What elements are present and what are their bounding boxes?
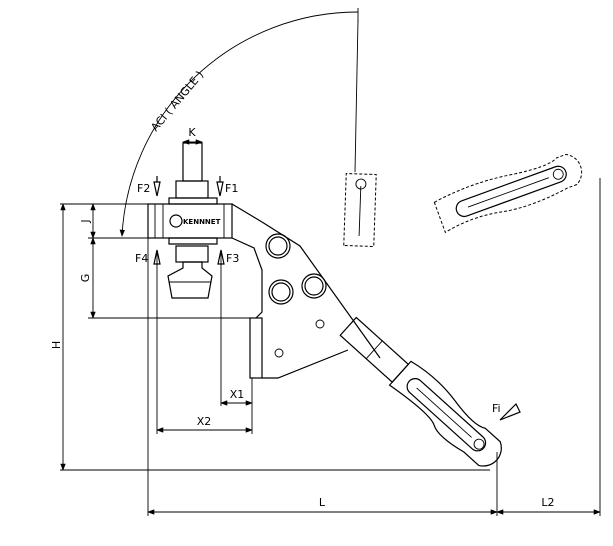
clamp-body: KENNNET: [147, 203, 381, 379]
svg-text:F1: F1: [225, 182, 238, 195]
svg-text:F3: F3: [226, 252, 239, 265]
svg-text:G: G: [79, 274, 92, 283]
handle-vertical-position: [343, 172, 377, 248]
svg-text:X2: X2: [197, 415, 212, 428]
extension-lines: [60, 19, 601, 516]
handle-open-position: [433, 153, 583, 234]
dimension-J: J: [79, 203, 96, 239]
angle-label: ACI ( ANGLE ): [148, 68, 206, 134]
svg-text:F4: F4: [135, 252, 148, 265]
svg-text:L: L: [319, 496, 326, 509]
dimension-G: G: [79, 237, 96, 319]
dimension-L2: L2: [496, 496, 601, 515]
svg-text:K: K: [188, 126, 196, 139]
svg-text:F2: F2: [137, 182, 150, 195]
brand-mark: KENNNET: [183, 218, 221, 226]
svg-text:X1: X1: [230, 388, 245, 401]
svg-text:J: J: [79, 219, 92, 223]
handle: [339, 316, 502, 467]
dimension-X2: X2: [156, 415, 253, 433]
angle-dimension: ACI ( ANGLE ): [119, 8, 359, 237]
force-arrows: F2 F1 F4 F3 Fi: [135, 176, 521, 421]
dimension-H: H: [50, 203, 66, 471]
dimension-X1: X1: [220, 388, 253, 406]
svg-text:L2: L2: [541, 496, 554, 509]
dimension-L: L: [147, 496, 498, 515]
spindle: [167, 142, 218, 299]
svg-text:Fi: Fi: [492, 402, 501, 415]
svg-text:H: H: [50, 341, 63, 349]
dimension-K: K: [182, 126, 203, 145]
